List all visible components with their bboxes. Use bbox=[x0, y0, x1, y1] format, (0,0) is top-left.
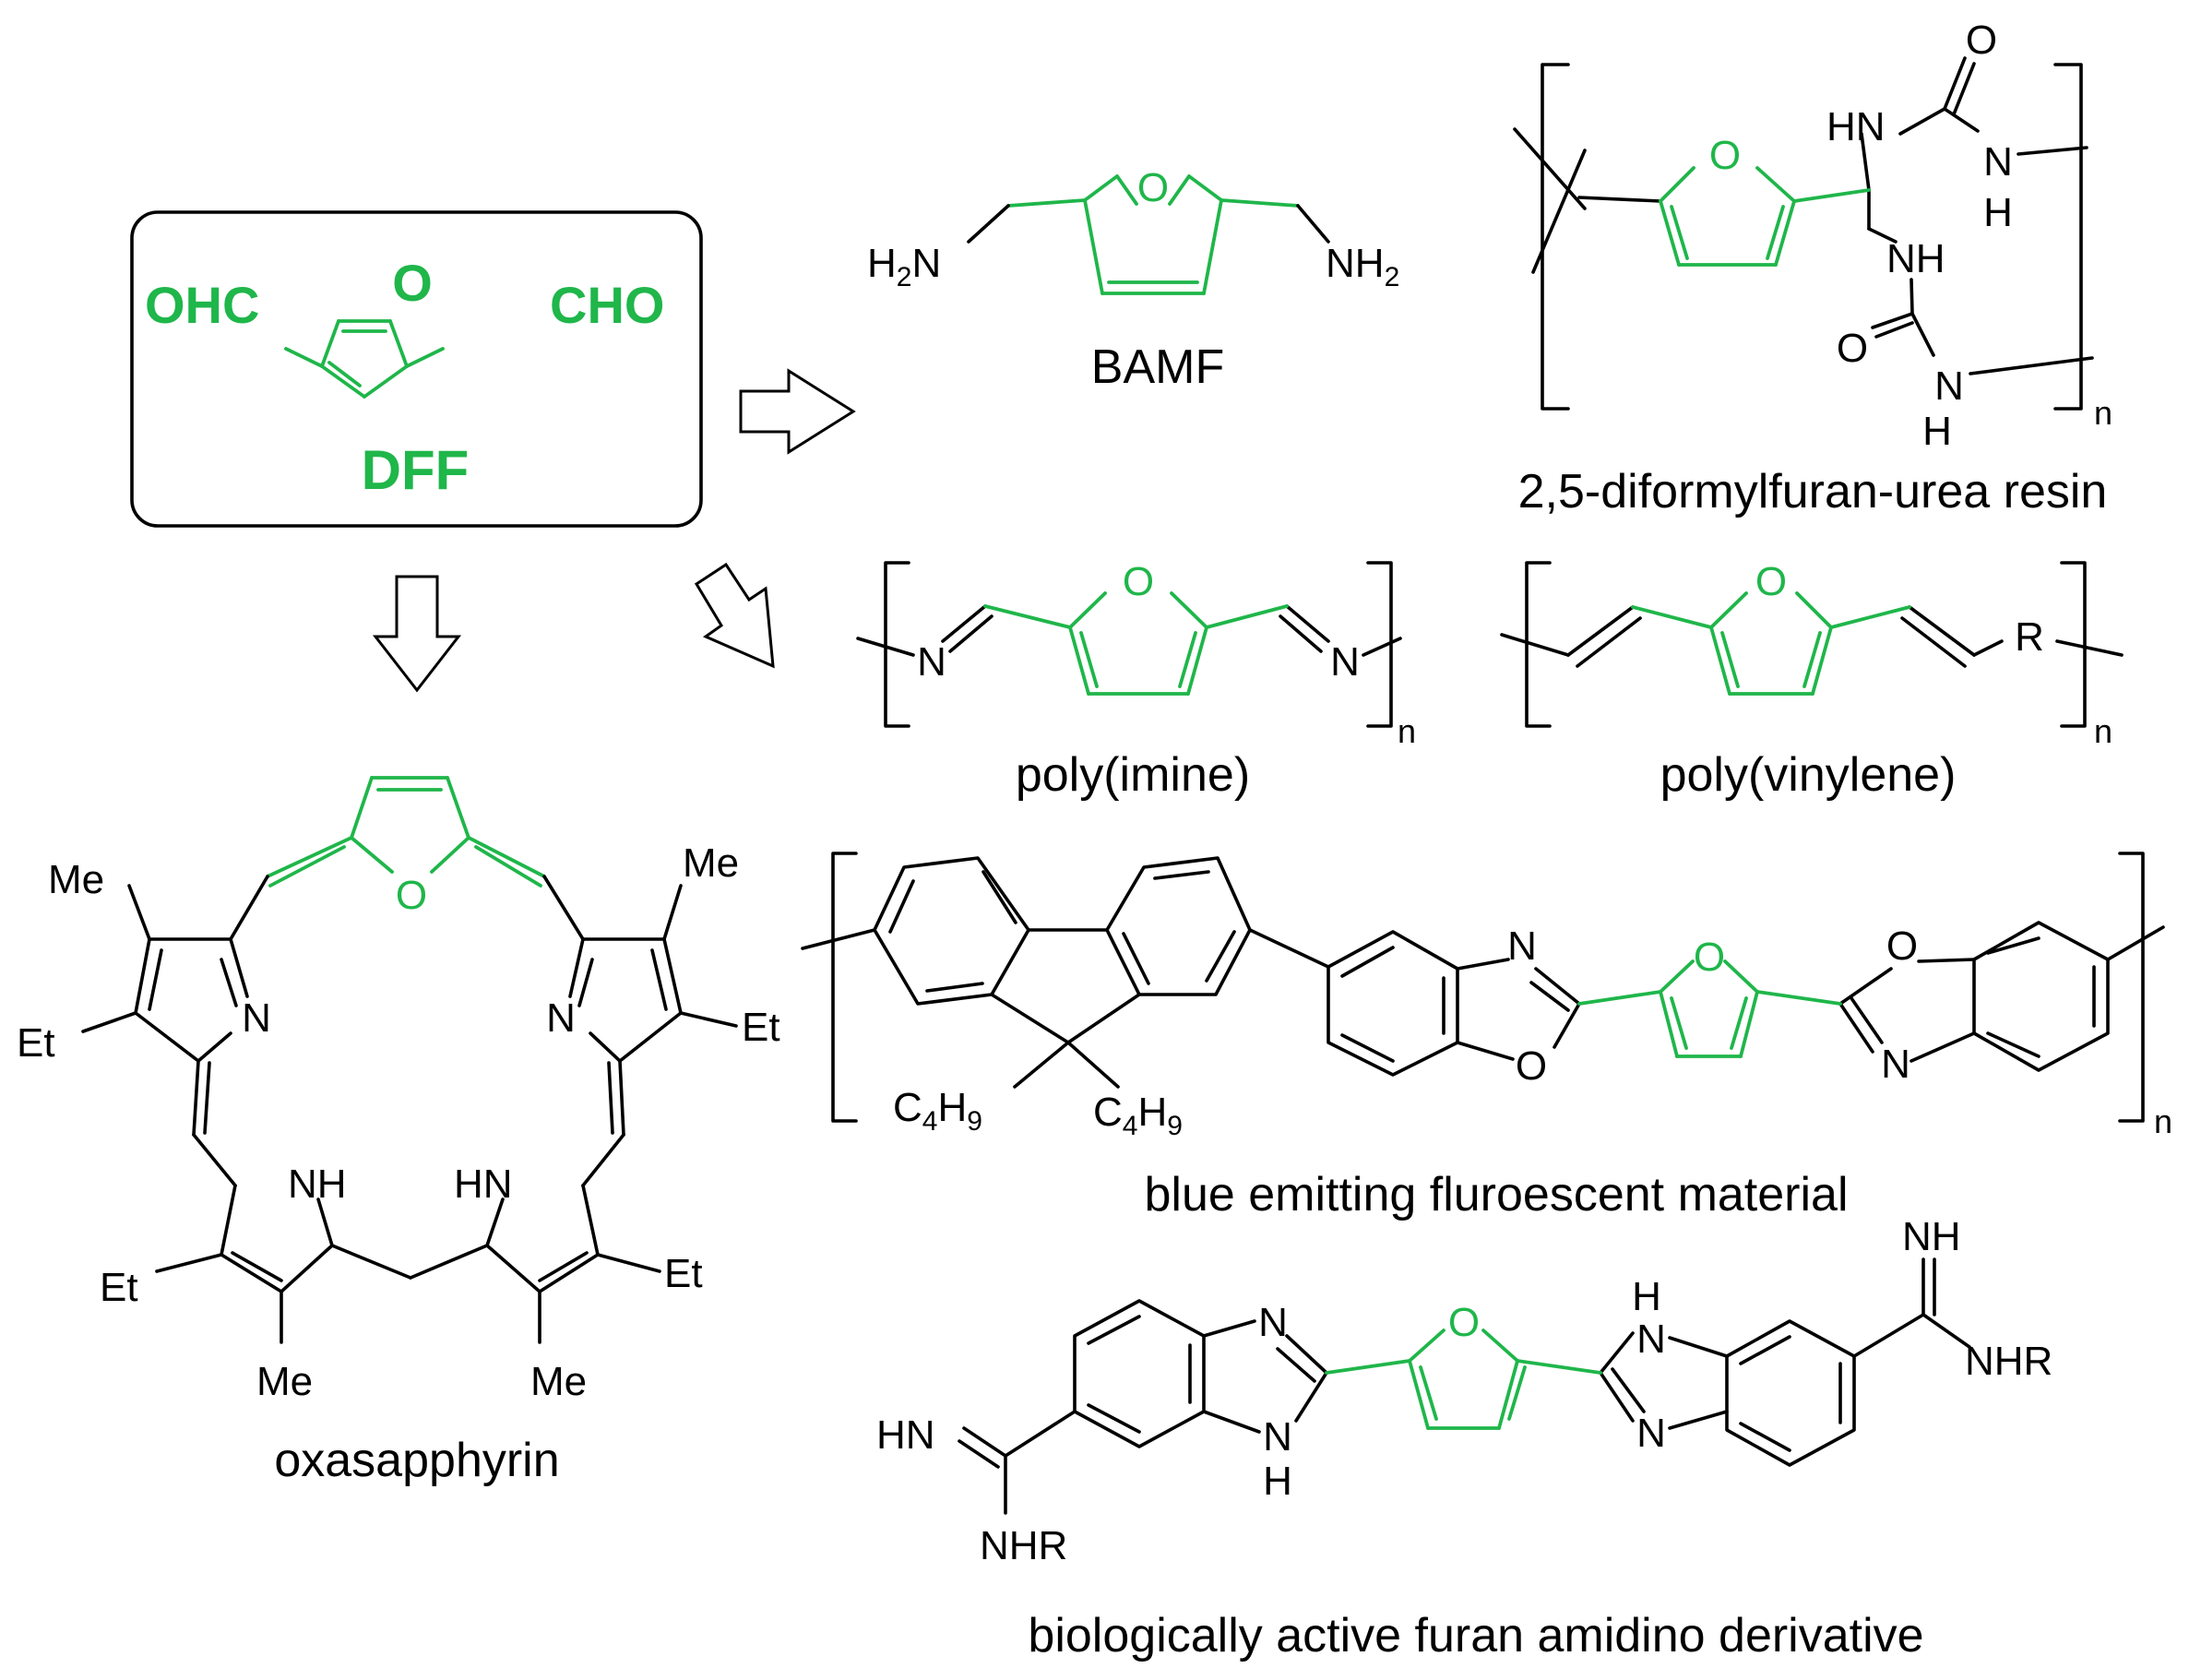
fluorescent-c4h9-left: C4H9 bbox=[893, 1085, 982, 1137]
fluorescent-ring-oxygen: O bbox=[1694, 935, 1725, 980]
urea-resin-structure: O HN O N H NH O N H n 2,5-diformylfuran-… bbox=[1513, 18, 2112, 518]
oxasapphyrin-et-br: Et bbox=[664, 1251, 703, 1296]
polyvinylene-structure: O R n poly(vinylene) bbox=[1500, 559, 2124, 802]
fluorescent-o-2: O bbox=[1886, 923, 1918, 969]
polyimine-ring-oxygen: O bbox=[1123, 559, 1154, 604]
oxasapphyrin-n-left: N bbox=[242, 995, 271, 1041]
amidino-n-right-bottom: N bbox=[1636, 1411, 1666, 1456]
amidino-hn-left: HN bbox=[876, 1412, 935, 1458]
fluorescent-o-1: O bbox=[1516, 1043, 1547, 1089]
amidino-n-left-top: N bbox=[1258, 1300, 1288, 1345]
urea-n-right: N bbox=[1983, 139, 2013, 185]
fluorescent-repeat-n: n bbox=[2154, 1102, 2172, 1140]
oxasapphyrin-et-bl: Et bbox=[100, 1265, 138, 1310]
urea-resin-label: 2,5-diformylfuran-urea resin bbox=[1518, 465, 2108, 518]
dff-furan-ring bbox=[284, 319, 445, 399]
amidino-h-left: H bbox=[1263, 1459, 1292, 1504]
arrow-diagonal-icon bbox=[694, 562, 775, 669]
polyimine-n-left: N bbox=[917, 639, 946, 685]
polyimine-repeat-n: n bbox=[1398, 712, 1416, 750]
urea-ring-oxygen: O bbox=[1709, 133, 1741, 178]
oxasapphyrin-label: oxasapphyrin bbox=[274, 1434, 559, 1487]
dff-right-group: CHO bbox=[550, 276, 664, 334]
amidino-nh-right: NH bbox=[1902, 1214, 1961, 1259]
oxasapphyrin-et-r: Et bbox=[742, 1005, 780, 1050]
urea-o-top: O bbox=[1966, 18, 1997, 63]
urea-hn-top: HN bbox=[1826, 104, 1886, 149]
amidino-nhr-right: NHR bbox=[1965, 1339, 2052, 1384]
amidino-nhr-left: NHR bbox=[980, 1523, 1067, 1568]
oxasapphyrin-me-bl: Me bbox=[256, 1359, 313, 1404]
dff-ring-oxygen: O bbox=[392, 254, 433, 312]
amidino-ring-oxygen: O bbox=[1448, 1300, 1480, 1345]
polyvinylene-ring-oxygen: O bbox=[1755, 559, 1787, 604]
oxasapphyrin-me-tr: Me bbox=[683, 840, 739, 886]
amidino-h-right: H bbox=[1632, 1274, 1661, 1319]
bamf-label: BAMF bbox=[1091, 340, 1224, 394]
arrow-down-icon bbox=[372, 575, 462, 693]
bamf-nh2: NH2 bbox=[1326, 241, 1399, 292]
oxasapphyrin-me-tl: Me bbox=[48, 857, 104, 902]
dff-box bbox=[130, 210, 703, 528]
fluorescent-label: blue emitting fluroescent material bbox=[1144, 1168, 1848, 1221]
oxasapphyrin-nh: NH bbox=[288, 1162, 347, 1207]
amidino-structure: O N N H H N N HN NHR NH NHR biologically… bbox=[876, 1214, 2052, 1662]
dff-label: DFF bbox=[362, 439, 470, 501]
amidino-n-right-top: N bbox=[1636, 1317, 1666, 1362]
bamf-h2n: H2N bbox=[867, 241, 941, 292]
amidino-n-left-bottom: N bbox=[1263, 1414, 1292, 1460]
urea-h-right: H bbox=[1983, 190, 2013, 235]
dff-panel: O OHC CHO DFF bbox=[130, 210, 703, 528]
oxasapphyrin-me-br: Me bbox=[530, 1359, 587, 1404]
urea-n-bottom: N bbox=[1934, 363, 1964, 409]
urea-o-bottom: O bbox=[1837, 326, 1868, 371]
urea-nh-mid: NH bbox=[1886, 236, 1945, 281]
polyvinylene-label: poly(vinylene) bbox=[1660, 748, 1957, 802]
urea-repeat-n: n bbox=[2094, 394, 2112, 432]
fluorescent-n-2: N bbox=[1881, 1042, 1910, 1087]
fluorescent-c4h9-right: C4H9 bbox=[1093, 1090, 1183, 1141]
polyimine-n-right: N bbox=[1330, 639, 1360, 685]
bamf-structure: O H2N NH2 BAMF bbox=[867, 165, 1399, 394]
oxasapphyrin-n-right: N bbox=[546, 995, 576, 1041]
polyimine-structure: O N N n poly(imine) bbox=[856, 559, 1416, 802]
polyvinylene-r: R bbox=[2015, 614, 2044, 660]
urea-h-bottom: H bbox=[1922, 409, 1952, 454]
fluorescent-structure: O N O O N C4H9 C4H9 n blue emitting flur… bbox=[801, 852, 2172, 1221]
oxasapphyrin-hn: HN bbox=[454, 1162, 513, 1207]
arrow-right-icon bbox=[739, 368, 856, 455]
oxasapphyrin-furan-oxygen: O bbox=[396, 873, 427, 918]
polyimine-label: poly(imine) bbox=[1016, 748, 1250, 802]
fluorescent-n-1: N bbox=[1507, 923, 1537, 969]
bamf-ring-oxygen: O bbox=[1137, 165, 1169, 210]
dff-left-group: OHC bbox=[145, 276, 259, 334]
oxasapphyrin-structure: O N N NH HN Me Me Et Et Et Et Me Me oxas… bbox=[17, 776, 780, 1487]
amidino-label: biologically active furan amidino deriva… bbox=[1028, 1609, 1923, 1662]
polyvinylene-repeat-n: n bbox=[2094, 712, 2112, 750]
oxasapphyrin-et-l: Et bbox=[17, 1020, 55, 1066]
